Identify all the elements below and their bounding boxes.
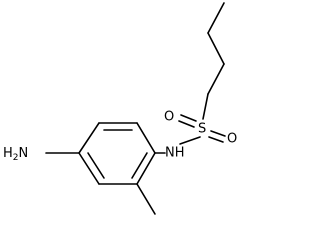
bond-ring-inner-left: [87, 152, 105, 179]
bond-c4-s: [202, 93, 209, 120]
atom-s-label: S: [198, 122, 206, 137]
atom-amine-h: H: [3, 146, 13, 161]
atom-amine-n: N: [19, 146, 29, 161]
bond-c2-c3: [207, 32, 225, 65]
bond-ring-1: [136, 122, 156, 154]
bond-ring-5: [78, 122, 100, 154]
bond-ring-methyl: [136, 183, 156, 215]
bond-s-o-upper-b: [178, 120, 195, 128]
atom-amine-subscript: 2: [13, 153, 19, 163]
structure-svg: NH S O O H2N: [3, 2, 237, 215]
bond-s-o-upper-a: [180, 114, 197, 122]
bond-s-o-lower-b: [208, 136, 224, 143]
structure-diagram: NH S O O H2N: [3, 2, 238, 215]
atom-nh-label: NH: [165, 146, 185, 161]
bond-ring-inner-right: [131, 152, 148, 179]
bond-c1-c2: [207, 2, 225, 34]
bond-c3-c4: [207, 63, 225, 95]
bond-ring-4: [78, 152, 100, 185]
bond-s-o-lower-a: [210, 130, 226, 137]
bond-s-nh: [179, 136, 201, 145]
atom-o-lower-label: O: [227, 132, 237, 147]
atom-amine-label: H2N: [3, 146, 28, 163]
bond-ring-2: [136, 152, 156, 185]
atom-o-upper-label: O: [164, 110, 174, 125]
